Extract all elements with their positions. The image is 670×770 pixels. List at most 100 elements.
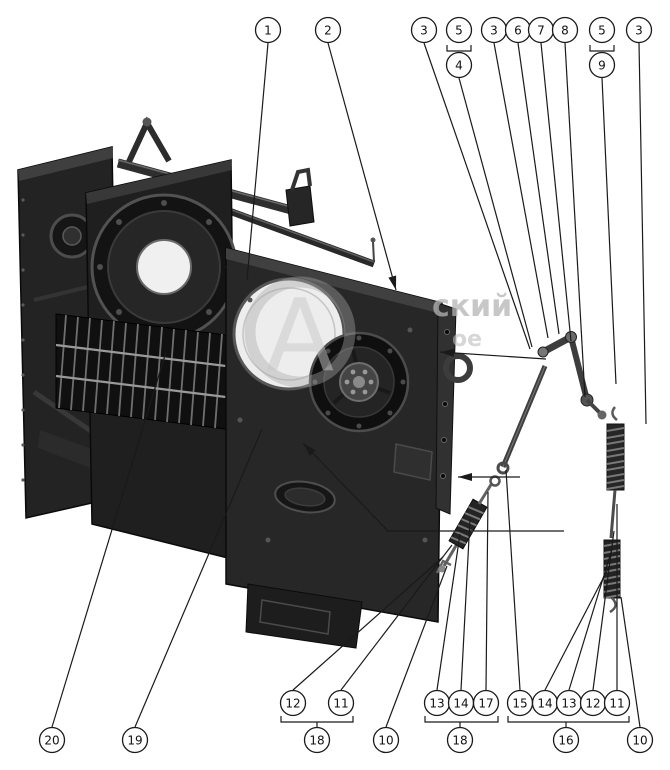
callout-balloon <box>472 689 500 717</box>
leader-line <box>564 42 586 398</box>
leader-line <box>620 596 641 728</box>
callout-number: 8 <box>561 23 569 37</box>
callout-number: 19 <box>127 733 142 747</box>
leader-line <box>246 42 269 281</box>
leader-line <box>592 530 615 691</box>
callout-balloon <box>303 726 331 754</box>
right-side-panel <box>225 247 473 649</box>
group-bracket <box>424 716 499 723</box>
callout-number: 15 <box>512 696 527 710</box>
callout-number: 5 <box>598 23 606 37</box>
leader-line <box>292 556 444 691</box>
callout-number: 7 <box>537 23 545 37</box>
callout-balloon <box>551 16 579 44</box>
leader-line <box>134 428 263 728</box>
callout-17: 17 <box>472 689 500 717</box>
callout-12: 12 <box>579 689 607 717</box>
callout-number: 16 <box>558 733 573 747</box>
callout-1: 1 <box>254 16 282 44</box>
drum-center-hole <box>136 239 192 295</box>
group-bracket <box>446 45 472 52</box>
callout-number: 1 <box>264 23 272 37</box>
callout-18: 18 <box>303 726 331 754</box>
callout-balloon <box>445 16 473 44</box>
callout-12: 12 <box>279 689 307 717</box>
callout-balloon <box>279 689 307 717</box>
group-bracket <box>280 716 354 723</box>
leader-line <box>493 42 549 339</box>
callout-balloon <box>314 16 342 44</box>
callout-3: 3 <box>410 16 438 44</box>
leader-line <box>517 42 560 335</box>
watermark-subtext: ое <box>452 327 482 352</box>
anchor-eye <box>443 353 473 383</box>
callout-4: 4 <box>445 51 473 79</box>
callout-balloon <box>588 51 616 79</box>
callout-number: 11 <box>609 696 624 710</box>
callout-13: 13 <box>555 689 583 717</box>
callout-balloon <box>552 726 580 754</box>
rivet-dots <box>21 198 25 482</box>
callout-balloon <box>254 16 282 44</box>
drum-bolts <box>97 200 231 334</box>
callout-3: 3 <box>625 16 653 44</box>
leader-line <box>485 491 489 691</box>
arrowhead <box>440 348 455 357</box>
leader-line <box>423 42 531 350</box>
callout-8: 8 <box>551 16 579 44</box>
callout-number: 18 <box>452 733 467 747</box>
leader-line <box>458 77 533 348</box>
callout-number: 12 <box>585 696 600 710</box>
callout-number: 9 <box>598 58 606 72</box>
arrowhead <box>458 473 472 481</box>
adjuster-assembly <box>435 475 501 574</box>
arrowhead <box>388 275 397 290</box>
leader-line <box>436 533 461 691</box>
callout-number: 13 <box>429 696 444 710</box>
callout-number: 18 <box>309 733 324 747</box>
leader-line <box>460 518 471 691</box>
callout-balloon <box>327 689 355 717</box>
callout-number: 4 <box>455 58 463 72</box>
tension-linkage <box>496 331 607 475</box>
callout-balloon <box>445 51 473 79</box>
callout-number: 20 <box>44 733 59 747</box>
callout-19: 19 <box>121 726 149 754</box>
callout-number: 14 <box>453 696 468 710</box>
callout-balloon <box>372 726 400 754</box>
watermark: А ский ое <box>244 276 512 394</box>
callout-11: 11 <box>603 689 631 717</box>
callout-13: 13 <box>423 689 451 717</box>
callout-number: 3 <box>635 23 643 37</box>
concave-grate <box>55 313 235 431</box>
callout-14: 14 <box>447 689 475 717</box>
callout-10: 10 <box>372 726 400 754</box>
callout-5: 5 <box>588 16 616 44</box>
callout-14: 14 <box>531 689 559 717</box>
callout-number: 5 <box>455 23 463 37</box>
leader-line <box>540 42 572 342</box>
callout-balloon <box>588 16 616 44</box>
callout-balloon <box>410 16 438 44</box>
callout-16: 16 <box>552 726 580 754</box>
callout-balloon <box>38 726 66 754</box>
callout-number: 13 <box>561 696 576 710</box>
callout-number: 17 <box>478 696 493 710</box>
callout-number: 14 <box>537 696 552 710</box>
callout-5: 5 <box>445 16 473 44</box>
callout-number: 3 <box>420 23 428 37</box>
callout-2: 2 <box>314 16 342 44</box>
watermark-glyph: А <box>266 277 334 394</box>
callout-number: 11 <box>333 696 348 710</box>
leader-line <box>601 77 617 385</box>
callout-number: 10 <box>378 733 393 747</box>
leader-line <box>544 566 610 691</box>
callout-balloon <box>626 726 654 754</box>
callout-15: 15 <box>506 689 534 717</box>
callout-number: 3 <box>490 23 498 37</box>
callout-3: 3 <box>480 16 508 44</box>
callout-6: 6 <box>504 16 532 44</box>
